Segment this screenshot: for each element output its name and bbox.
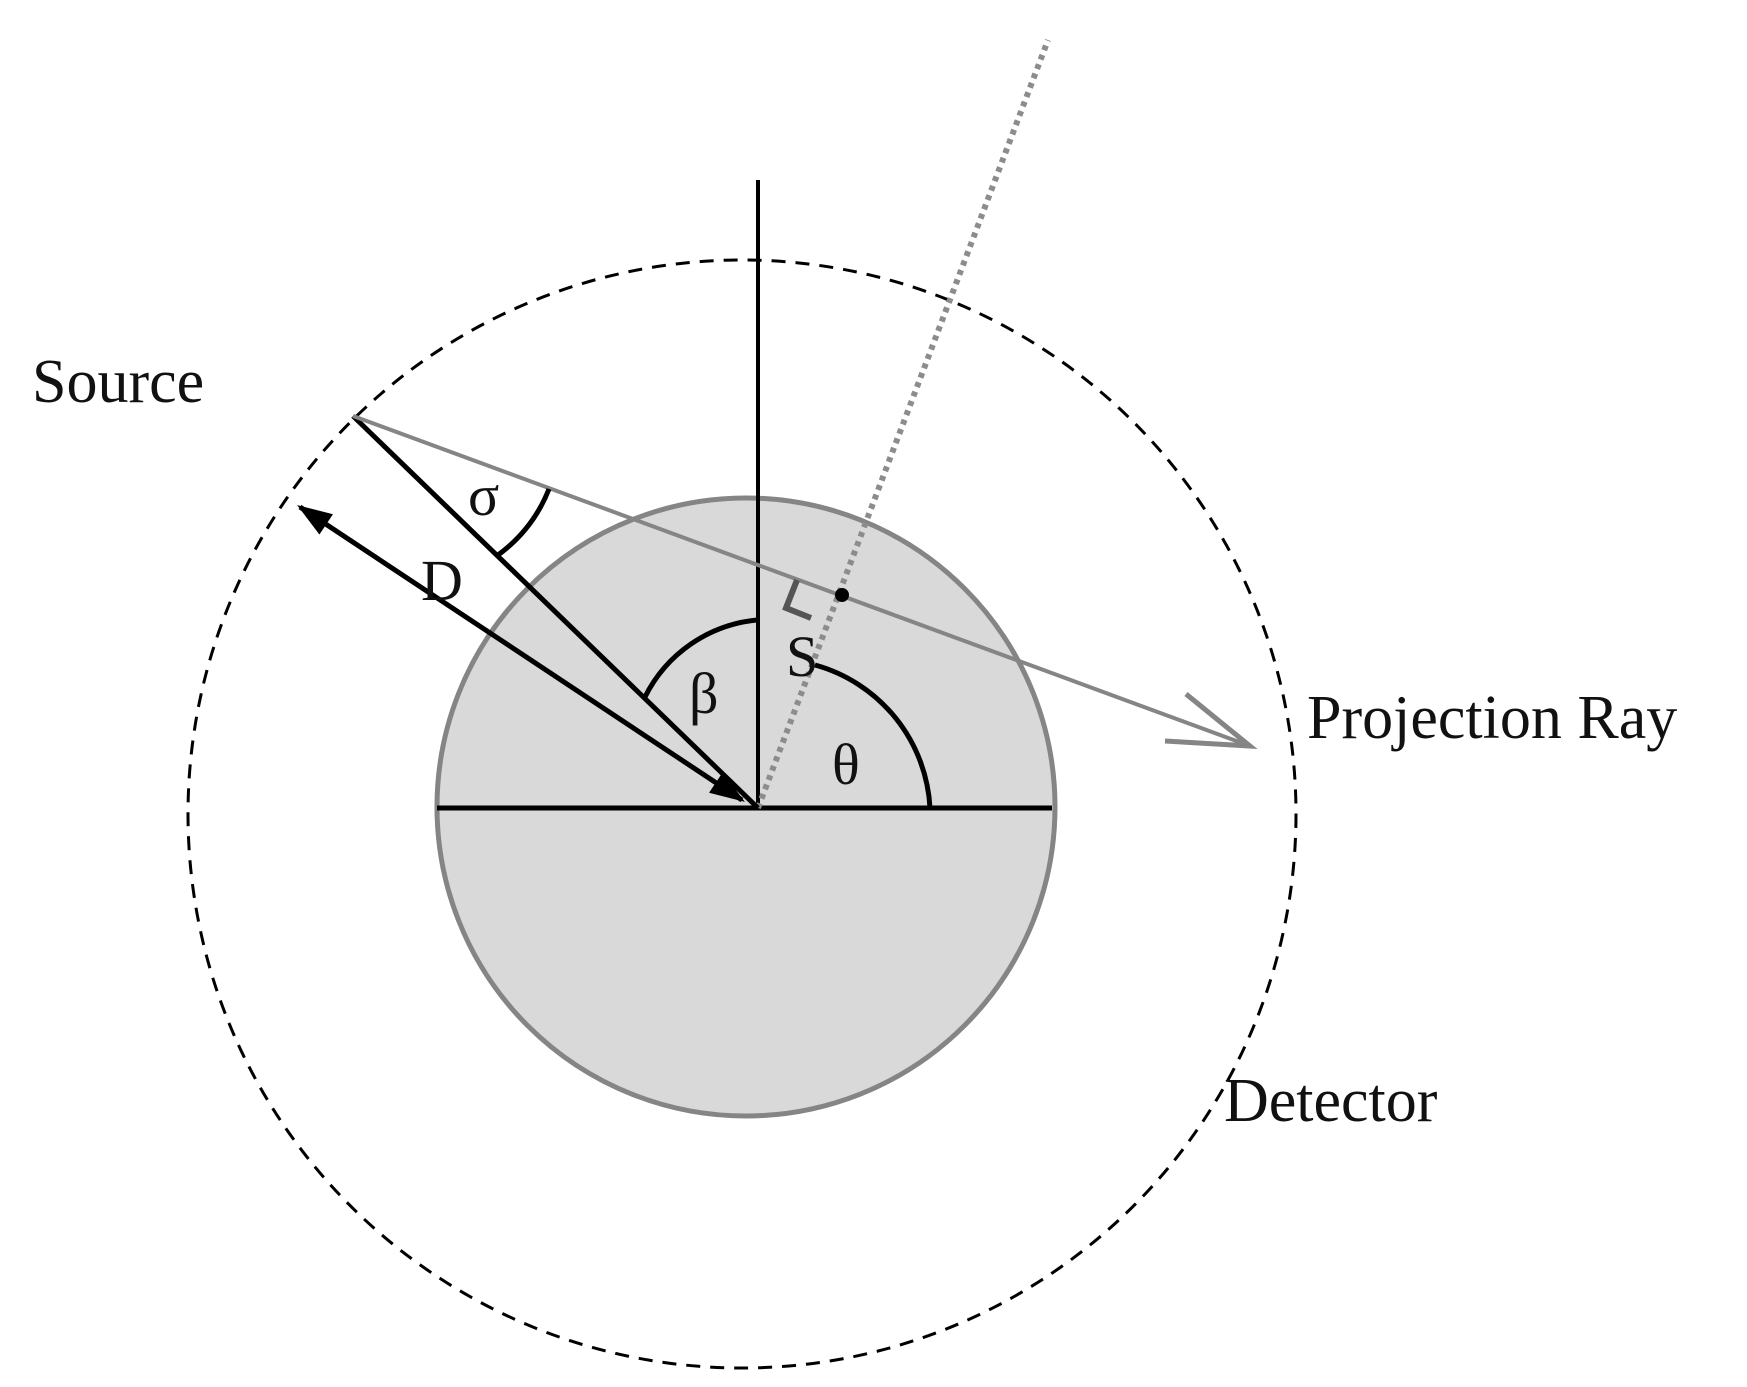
- s-label: S: [786, 624, 818, 689]
- distance-label: D: [421, 548, 463, 613]
- theta-angle-arc: [814, 662, 933, 809]
- sigma-label: σ: [468, 463, 499, 528]
- beta-label: β: [689, 661, 719, 726]
- beta-angle-arc: [642, 617, 758, 699]
- distance-arrow: [297, 504, 745, 803]
- sigma-angle-arc: [496, 488, 552, 558]
- detector-label: Detector: [1224, 1067, 1438, 1135]
- source-label: Source: [32, 348, 204, 416]
- projection-ray-label: Projection Ray: [1307, 684, 1677, 752]
- projection-ray-arrowhead: [1164, 692, 1258, 749]
- theta-dotted-line: [755, 38, 1051, 810]
- projection-ray: [352, 414, 1251, 748]
- theta-label: θ: [832, 732, 860, 797]
- right-angle-marker: [782, 578, 813, 621]
- intersection-point: [835, 588, 849, 602]
- detector-circle: [186, 258, 1298, 1370]
